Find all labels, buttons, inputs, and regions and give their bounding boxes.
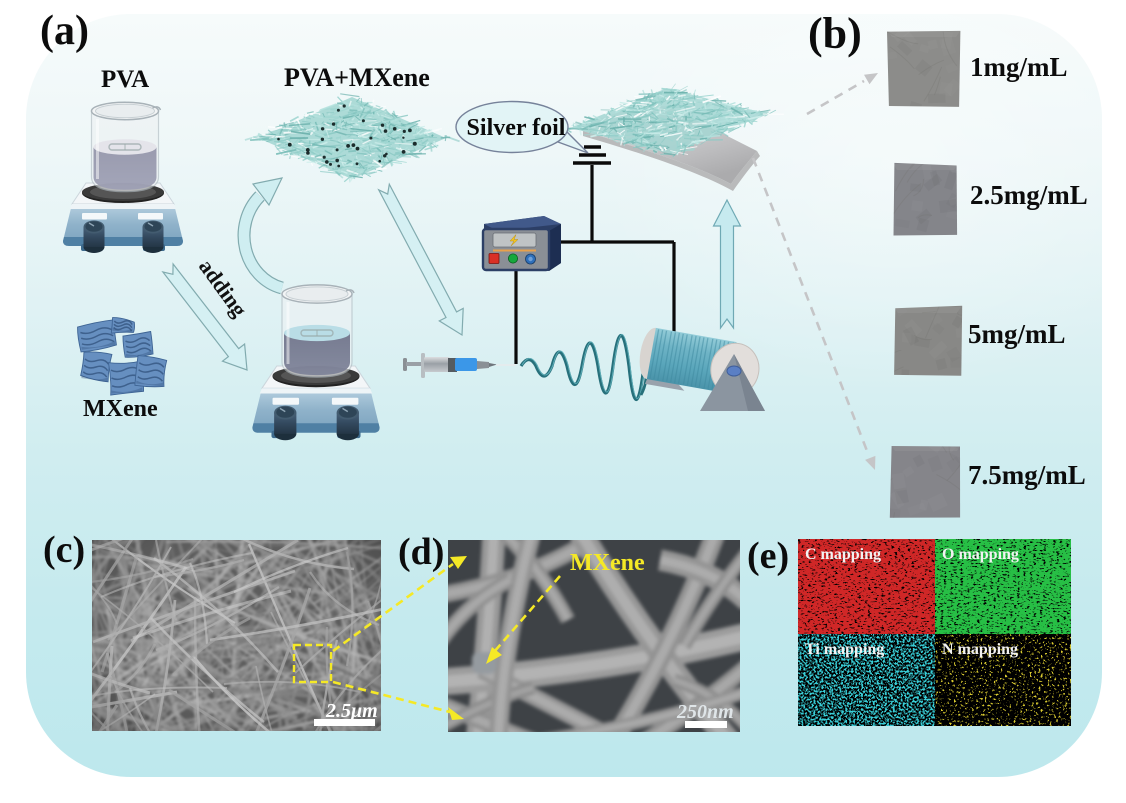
svg-text:Silver foil: Silver foil [467,115,566,141]
svg-text:2.5μm: 2.5μm [325,700,378,722]
svg-text:C mapping: C mapping [805,546,881,563]
svg-text:Ti mapping: Ti mapping [805,641,884,658]
svg-text:O mapping: O mapping [942,546,1019,563]
svg-text:MXene: MXene [570,550,645,576]
svg-text:N mapping: N mapping [942,641,1018,658]
svg-text:250nm: 250nm [676,701,734,723]
